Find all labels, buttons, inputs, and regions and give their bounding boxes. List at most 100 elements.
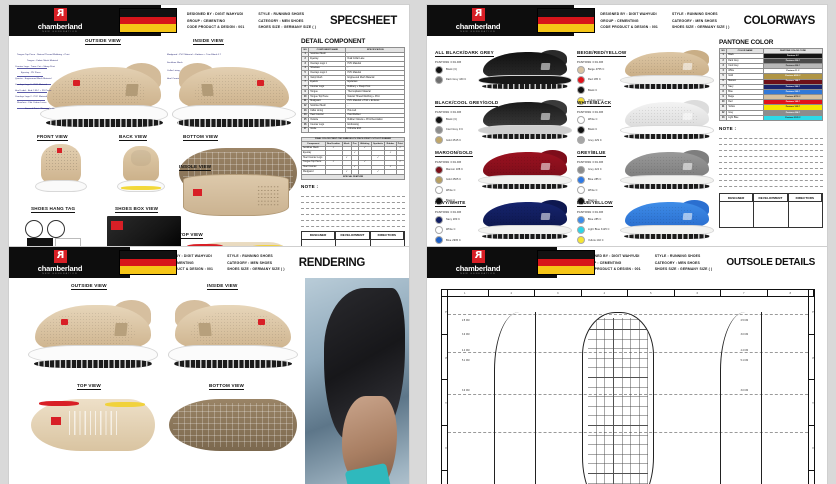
cell-swatch: Pantone 3125 C: [762, 114, 824, 122]
colorway-name: BLUE/YELLOW: [577, 200, 613, 207]
ruler-tick: A: [442, 290, 447, 336]
brand-tagline: NEW GENERATION: [42, 273, 78, 276]
sig-designer-field[interactable]: [720, 202, 753, 227]
label-insole-view: INSOLE VIEW: [179, 164, 212, 171]
pantone-swatch-row: Maroon 188 C: [435, 165, 575, 174]
render-shoe-outside: [27, 299, 159, 369]
ruler-tick: D: [442, 426, 447, 471]
colorway-name: BLACK/COOL GREY/GOLD: [435, 100, 499, 107]
sheet-outsole[interactable]: R chamberland NEW GENERATION DESIGNED BY…: [427, 247, 827, 484]
pantone-swatch-dot: [577, 136, 585, 145]
pantone-swatch-dot: [577, 165, 585, 174]
sheet-header: R chamberland NEW GENERATION DESIGNED BY…: [9, 247, 409, 278]
colorway-pantone-sub: PANTONE COLOR: [435, 160, 462, 164]
cell-no: 17: [300, 126, 310, 133]
label-rendering-bottom: BOTTOM VIEW: [209, 383, 245, 390]
sig-directors-field[interactable]: [789, 202, 822, 227]
pantone-swatch-row: Black (C): [435, 115, 575, 124]
header-meta: DESIGNED BY : DIGIT WAHYUDI GROUP : CEME…: [557, 247, 827, 278]
pantone-swatch-label: Black C: [446, 199, 456, 203]
note-lines-specsheet[interactable]: [301, 191, 405, 227]
meta-code: CODE PRODUCT & DESIGN : 001: [186, 24, 245, 29]
pantone-swatch-dot: [577, 96, 585, 105]
pantone-swatch-row: Dark Grey 430 C: [435, 75, 575, 84]
colorway-name: MAROON/GOLD: [435, 150, 473, 157]
callout-outside-9: Swoosh Print : Thermoplastic: [25, 108, 55, 110]
colorway-shoe: [477, 149, 573, 189]
pantone-swatch-dot: [577, 196, 585, 205]
brand-tagline: NEW GENERATION: [460, 273, 496, 276]
colorway-shoe: [619, 199, 715, 239]
shoe-inside-view: [171, 62, 297, 128]
table-row: Sockliner Mesh✓✓✓: [301, 145, 406, 152]
pantone-swatch-dot: [577, 186, 585, 195]
page-title-rendering: RENDERING: [298, 256, 366, 269]
label-shoes-box-view: SHOES BOX VIEW: [115, 206, 159, 213]
pantone-swatch-dot: [435, 75, 443, 84]
pantone-swatch-row: Grey 429 C: [577, 136, 717, 145]
colorway-pantone-sub: PANTONE COLOR: [577, 60, 604, 64]
sheet-specsheet[interactable]: R chamberland NEW GENERATION DESIGNED BY…: [9, 5, 409, 281]
colorway-shoe: [619, 149, 715, 189]
meta-size: SHOES SIZE : GERMANY SIZE ( ): [227, 266, 285, 271]
pantone-swatch-dot: [435, 175, 443, 184]
sheet-colorways[interactable]: R chamberland NEW GENERATION DESIGNED BY…: [427, 5, 827, 281]
sheet-rendering[interactable]: R chamberland NEW GENERATION DESIGNED BY…: [9, 247, 409, 484]
cell-mark[interactable]: [357, 169, 372, 175]
sig-development-field[interactable]: [754, 202, 787, 227]
brand-tagline: NEW GENERATION: [42, 31, 78, 34]
colorway-shoe: [477, 199, 573, 239]
pantone-swatch-dot: [577, 215, 585, 224]
meta-designed-by: DESIGNED BY : DIGIT WAHYUDI: [155, 254, 212, 259]
callout-outside-5: Overlays Logo 1 : PVC Material: [15, 84, 48, 86]
brand-logo-block: R chamberland NEW GENERATION: [9, 247, 177, 278]
meta-style: STYLE : RUNNING SHOES: [258, 12, 305, 17]
pantone-swatch-row: Yellow 116 C: [577, 96, 717, 105]
callout-outside-0: Tongue Top Piece : Natural Thread Webbin…: [17, 54, 70, 56]
pantone-swatch-dot: [435, 165, 443, 174]
brand-mark-icon: R: [471, 7, 485, 21]
meta-group: GROUP : CEMENTING: [600, 18, 639, 23]
pantone-swatch-row: Grey 424 C: [577, 165, 717, 174]
cell-color-name: Light Blue: [726, 114, 764, 122]
ruler-tick: E: [809, 471, 814, 484]
ruler-tick: A: [809, 290, 814, 336]
callout-outside-3: Eyestay : PU Piece: [21, 72, 41, 74]
brand-mark-icon: R: [53, 7, 67, 21]
page-title-specsheet: SPECSHEET: [330, 14, 397, 27]
meta-style: STYLE : RUNNING SHOES: [654, 254, 701, 259]
pantone-swatch-label: Dark Grey 430 C: [446, 78, 467, 82]
pantone-swatch-row: Black (C): [435, 65, 575, 74]
material-matrix-table[interactable]: FINAL COLOR PRINT CMC EMBOSS PU PIECE PR…: [301, 136, 406, 180]
meta-category: CATEGORY : MEN SHOES: [654, 260, 700, 265]
cell-mark[interactable]: [395, 169, 406, 175]
pantone-swatch-label: Navy 280 C: [446, 218, 461, 221]
pantone-swatch-row: Black C: [577, 196, 717, 205]
pantone-swatch-row: Black C: [577, 125, 717, 134]
meta-col-right: STYLE : RUNNING SHOES CATEGORY : MEN SHO…: [258, 12, 316, 28]
note-lines-colorways[interactable]: [719, 133, 823, 188]
signature-box-colorways[interactable]: DESIGNER DEVELOPMENT DIRECTORS: [719, 193, 823, 229]
cell-mark[interactable]: [350, 169, 359, 175]
meta-col-left: DESIGNED BY : DIGIT WAHYUDI GROUP : CEME…: [187, 12, 245, 28]
colorway-pantone-sub: PANTONE COLOR: [577, 210, 604, 214]
pantone-swatch-row: Red 185 C: [577, 75, 717, 84]
outsole-dimension-label: 5.1 CM: [462, 360, 470, 362]
colorway-shoe: [619, 49, 715, 89]
brand-name: chamberland: [37, 21, 83, 31]
rendering-views: OUTSIDE VIEW INSIDE VIEW: [19, 283, 303, 484]
